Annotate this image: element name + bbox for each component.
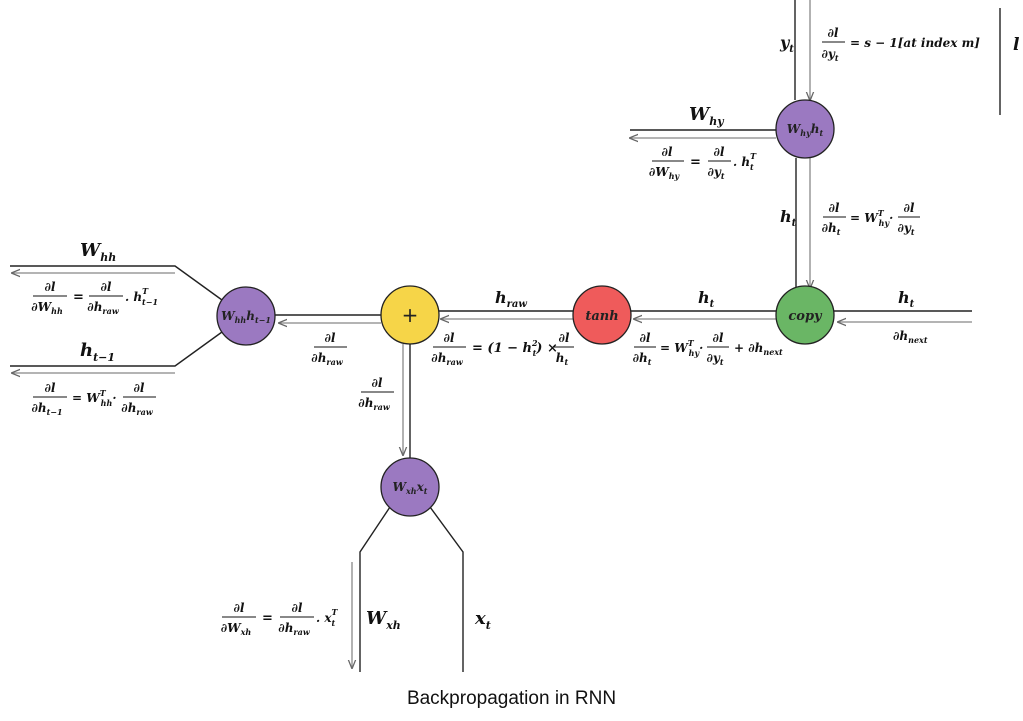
- eq-dl-dhraw-down: ∂l ∂hraw: [358, 376, 394, 412]
- node-why-after-sub: t: [819, 128, 823, 138]
- diagram-caption: Backpropagation in RNN: [406, 688, 617, 709]
- svg-text:∂hraw: ∂hraw: [278, 621, 311, 637]
- svg-text:. hTt−1: . hTt−1: [125, 286, 158, 307]
- svg-text:∂l: ∂l: [45, 381, 56, 395]
- line-htm1-forward: [10, 331, 223, 367]
- svg-text:= s − 1[at index m]: = s − 1[at index m]: [850, 36, 980, 50]
- node-wxh-xt: Wxhxt: [380, 457, 440, 517]
- connection-lines: [10, 0, 1001, 672]
- svg-text:∂ht−1: ∂ht−1: [31, 401, 62, 417]
- svg-text:∂hraw: ∂hraw: [121, 401, 154, 417]
- node-why-ht: Whyht: [775, 99, 835, 159]
- svg-text:∂l: ∂l: [662, 145, 673, 159]
- node-why-sub: hy: [800, 128, 812, 138]
- node-whh-main: W: [221, 309, 236, 323]
- label-dh-next: ∂hnext: [893, 329, 928, 345]
- label-wxh: Wxh: [366, 608, 401, 632]
- node-wxh-after: x: [416, 480, 425, 494]
- svg-text:∂ht: ∂ht: [633, 351, 652, 367]
- svg-text:∂Wxh: ∂Wxh: [221, 621, 252, 637]
- svg-text:∂l: ∂l: [234, 601, 245, 615]
- svg-text:∂yt: ∂yt: [707, 165, 724, 181]
- svg-text:Whyht: Whyht: [787, 122, 824, 138]
- svg-text:Wxhxt: Wxhxt: [393, 480, 428, 496]
- node-wxh-main: W: [393, 480, 408, 494]
- svg-text:∂l: ∂l: [372, 376, 383, 390]
- node-tanh-label: tanh: [585, 309, 618, 324]
- svg-text:∂l: ∂l: [292, 601, 303, 615]
- node-copy: copy: [775, 285, 835, 345]
- node-why-main: W: [787, 122, 802, 136]
- eq-dl-dyt: ∂l ∂yt = s − 1[at index m]: [821, 26, 980, 63]
- label-ht-right: ht: [898, 288, 915, 310]
- label-ht-vertical: ht: [780, 207, 797, 229]
- svg-text:∂yt: ∂yt: [706, 351, 723, 367]
- node-whh-after: h: [246, 309, 255, 323]
- svg-text:∂hraw: ∂hraw: [87, 300, 120, 316]
- svg-text:∂yt: ∂yt: [897, 221, 914, 237]
- line-whh-upper-forward: [10, 265, 223, 301]
- svg-text:. xTt: . xTt: [316, 607, 339, 628]
- label-ht-mid: ht: [698, 288, 715, 310]
- svg-text:+ ∂hnext: + ∂hnext: [734, 341, 783, 357]
- svg-text:∂hraw: ∂hraw: [311, 351, 344, 367]
- rnn-backprop-diagram: Whhht−1 + tanh copy Whyht Wxhxt yt ∂l ∂y…: [10, 0, 1020, 672]
- svg-text:∂l: ∂l: [904, 201, 915, 215]
- svg-text:∂yt: ∂yt: [821, 47, 838, 63]
- line-wxh-left-forward: [359, 506, 391, 672]
- svg-text:∂l: ∂l: [444, 331, 455, 345]
- svg-text:∂l: ∂l: [640, 331, 651, 345]
- label-htm1: ht−1: [80, 340, 115, 364]
- node-copy-label: copy: [788, 309, 823, 324]
- label-why: Why: [689, 104, 725, 128]
- svg-text:Whhht−1: Whhht−1: [221, 309, 271, 325]
- svg-text:∂hraw: ∂hraw: [358, 396, 391, 412]
- svg-text:. hTt: . hTt: [733, 151, 757, 172]
- label-hraw: hraw: [495, 288, 527, 310]
- svg-text:=: =: [73, 290, 84, 305]
- svg-text:=: =: [690, 155, 701, 170]
- svg-text:=: =: [262, 611, 273, 626]
- svg-text:∂l: ∂l: [829, 201, 840, 215]
- node-add: +: [380, 285, 440, 345]
- svg-text:∂l: ∂l: [101, 280, 112, 294]
- node-why-after: h: [811, 122, 820, 136]
- svg-text:∂l: ∂l: [828, 26, 839, 40]
- node-wxh-sub: xh: [405, 486, 417, 496]
- label-yt: yt: [779, 33, 794, 55]
- svg-text:∂hraw: ∂hraw: [431, 351, 464, 367]
- line-xt-forward: [429, 506, 464, 672]
- svg-text:∂ht: ∂ht: [822, 221, 841, 237]
- svg-text:∂l: ∂l: [559, 331, 570, 345]
- svg-text:∂Whh: ∂Whh: [31, 300, 63, 316]
- label-loss: l: [1013, 35, 1020, 55]
- svg-text:∂l: ∂l: [45, 280, 56, 294]
- svg-text:∂Why: ∂Why: [649, 165, 681, 181]
- node-whh-ht1: Whhht−1: [216, 286, 276, 346]
- label-xt: xt: [474, 608, 491, 632]
- label-whh: Whh: [80, 240, 116, 264]
- svg-text:∂l: ∂l: [713, 331, 724, 345]
- svg-text:∂l: ∂l: [325, 331, 336, 345]
- node-whh-after-sub: t−1: [255, 315, 271, 325]
- node-add-label: +: [402, 303, 419, 327]
- node-whh-sub: hh: [235, 315, 247, 325]
- svg-text:= (1 − h2t) ×: = (1 − h2t) ×: [472, 338, 558, 358]
- node-tanh: tanh: [572, 285, 632, 345]
- eq-dl-dhraw-left: ∂l ∂hraw: [311, 331, 347, 367]
- svg-text:∂l: ∂l: [714, 145, 725, 159]
- svg-text:∂l: ∂l: [134, 381, 145, 395]
- node-wxh-after-sub: t: [424, 486, 428, 496]
- svg-text:ht: ht: [556, 351, 569, 367]
